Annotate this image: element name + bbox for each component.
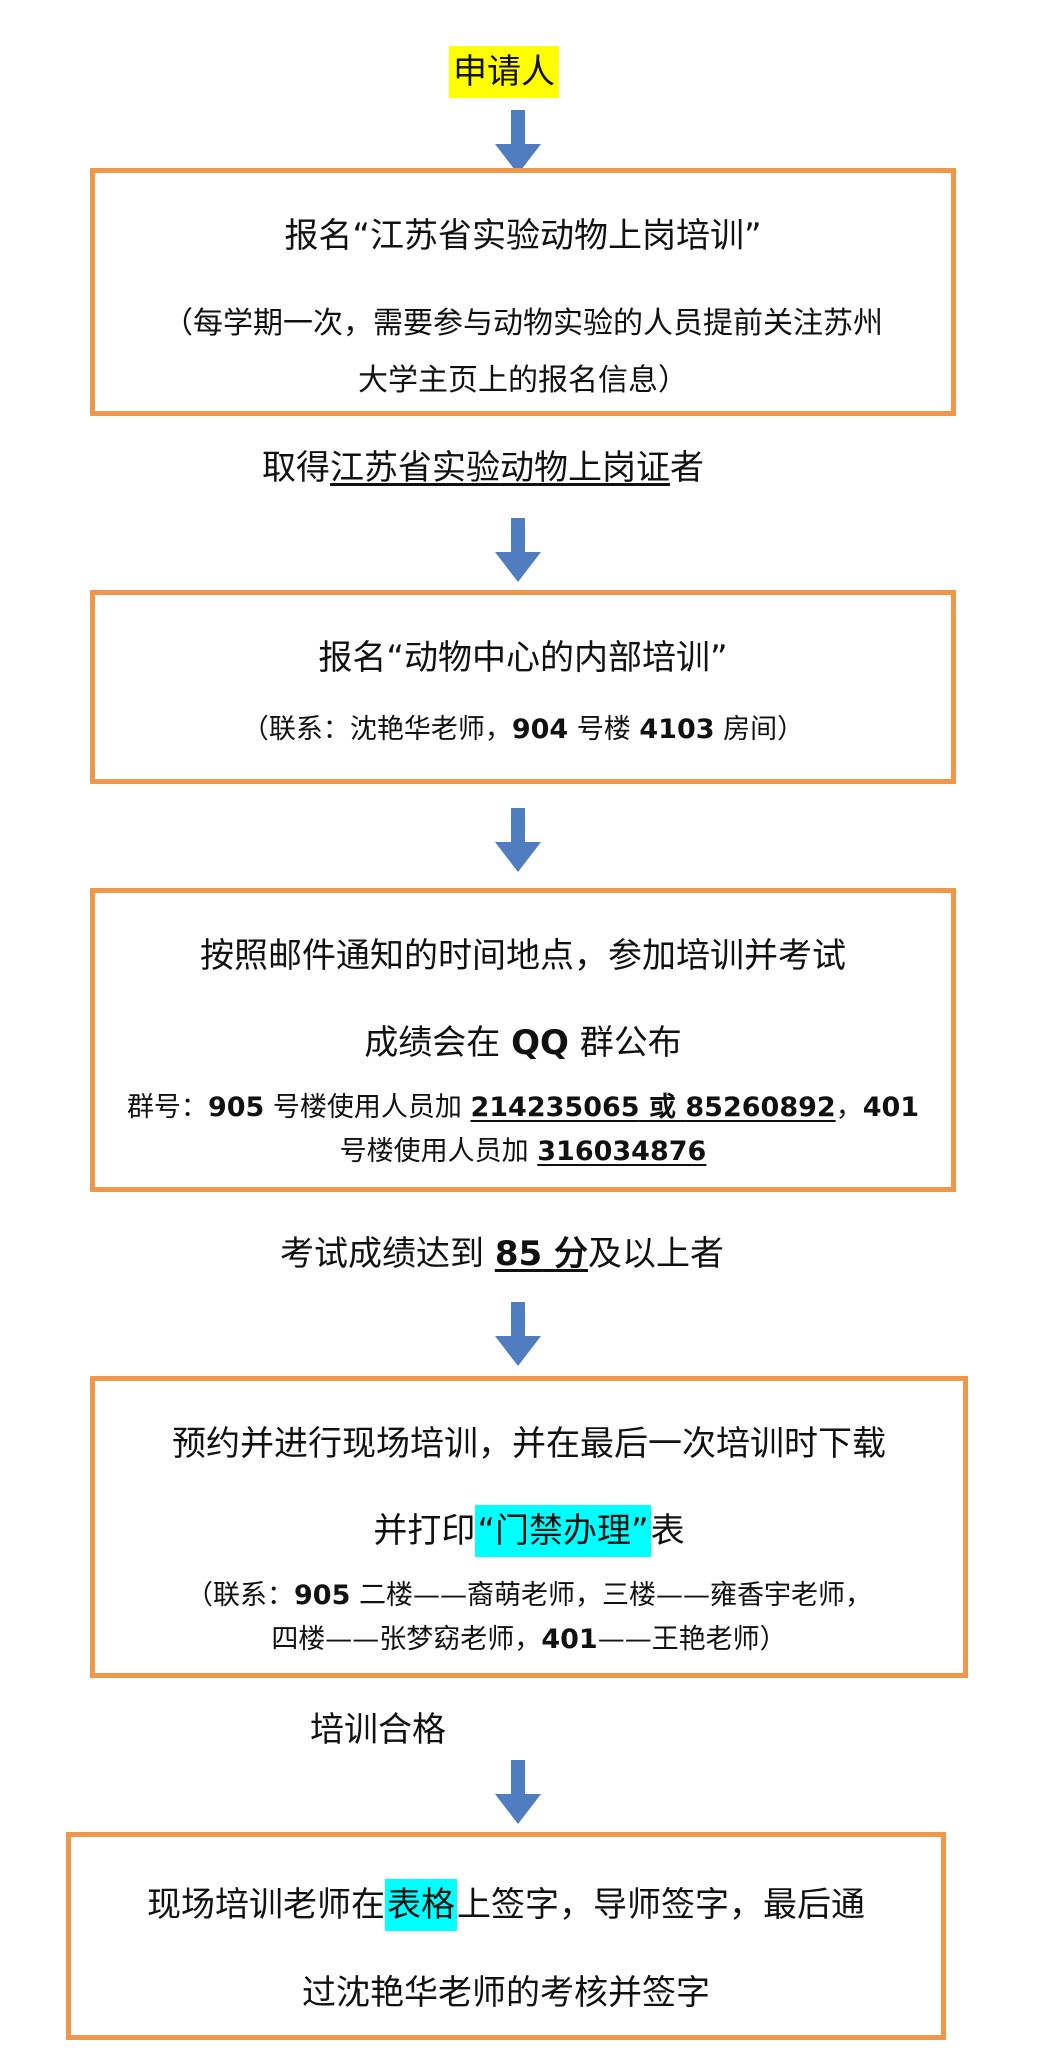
- step-register-internal-training: 报名“动物中心的内部培训” （联系：沈艳华老师，904 号楼 4103 房间）: [90, 590, 956, 784]
- step3-line1: 按照邮件通知的时间地点，参加培训并考试: [200, 936, 846, 976]
- down-arrow-icon: [495, 110, 541, 174]
- condition-certificate: 取得江苏省实验动物上岗证者: [262, 440, 704, 489]
- condition-score: 考试成绩达到 85 分及以上者: [280, 1234, 724, 1274]
- access-form-highlight: “门禁办理”: [475, 1505, 651, 1557]
- qq-label: QQ: [511, 1023, 569, 1063]
- down-arrow-icon: [495, 808, 541, 872]
- step-signatures: 现场培训老师在表格上签字，导师签字，最后通 过沈艳华老师的考核并签字: [66, 1832, 946, 2040]
- step-onsite-training: 预约并进行现场培训，并在最后一次培训时下载 并打印“门禁办理”表 （联系：905…: [90, 1376, 968, 1678]
- step2-building: 904: [511, 714, 569, 745]
- step-attend-training-exam: 按照邮件通知的时间地点，参加培训并考试 成绩会在 QQ 群公布 群号：905 号…: [90, 888, 956, 1192]
- step-register-provincial-training: 报名“江苏省实验动物上岗培训” （每学期一次，需要参与动物实验的人员提前关注苏州…: [90, 168, 956, 416]
- step2-room: 4103: [639, 714, 715, 745]
- qq-group-number-c: 316034876: [537, 1136, 707, 1167]
- step1-note-line2: 大学主页上的报名信息）: [358, 363, 688, 398]
- cond1-certificate: 江苏省实验动物上岗证: [330, 448, 670, 488]
- step1-note-line1: （每学期一次，需要参与动物实验的人员提前关注苏州: [163, 306, 883, 341]
- step3-line2: 成绩会在 QQ 群公布: [364, 1023, 682, 1063]
- down-arrow-icon: [495, 1302, 541, 1366]
- start-label: 申请人: [449, 44, 559, 98]
- step4-contact-line1: （联系：905 二楼——裔萌老师，三楼——雍香宇老师，: [186, 1580, 872, 1611]
- step4-contact-line2: 四楼——张梦窈老师，401——王艳老师）: [271, 1624, 787, 1655]
- step1-title: 报名“江苏省实验动物上岗培训”: [284, 216, 762, 256]
- step3-group-line2: 号楼使用人员加 316034876: [339, 1136, 707, 1167]
- cond2-score: 85 分: [494, 1234, 588, 1274]
- step5-line2: 过沈艳华老师的考核并签字: [302, 1973, 710, 2013]
- condition-pass-training: 培训合格: [310, 1710, 446, 1750]
- step2-contact: （联系：沈艳华老师，904 号楼 4103 房间）: [241, 714, 805, 745]
- cond1-prefix: 取得: [262, 448, 330, 488]
- down-arrow-icon: [495, 518, 541, 582]
- step4-line2: 并打印“门禁办理”表: [95, 1503, 963, 1557]
- step5-line1: 现场培训老师在表格上签字，导师签字，最后通: [71, 1877, 941, 1931]
- step2-title: 报名“动物中心的内部培训”: [318, 638, 728, 678]
- cond1-suffix: 者: [670, 448, 704, 488]
- down-arrow-icon: [495, 1760, 541, 1824]
- applicant-text: 申请人: [449, 46, 559, 98]
- qq-group-number-a: 214235065 或 85260892: [470, 1092, 836, 1123]
- form-highlight: 表格: [385, 1879, 457, 1931]
- step3-group-line1: 群号：905 号楼使用人员加 214235065 或 85260892，401: [126, 1092, 920, 1123]
- step4-line1: 预约并进行现场培训，并在最后一次培训时下载: [172, 1424, 886, 1464]
